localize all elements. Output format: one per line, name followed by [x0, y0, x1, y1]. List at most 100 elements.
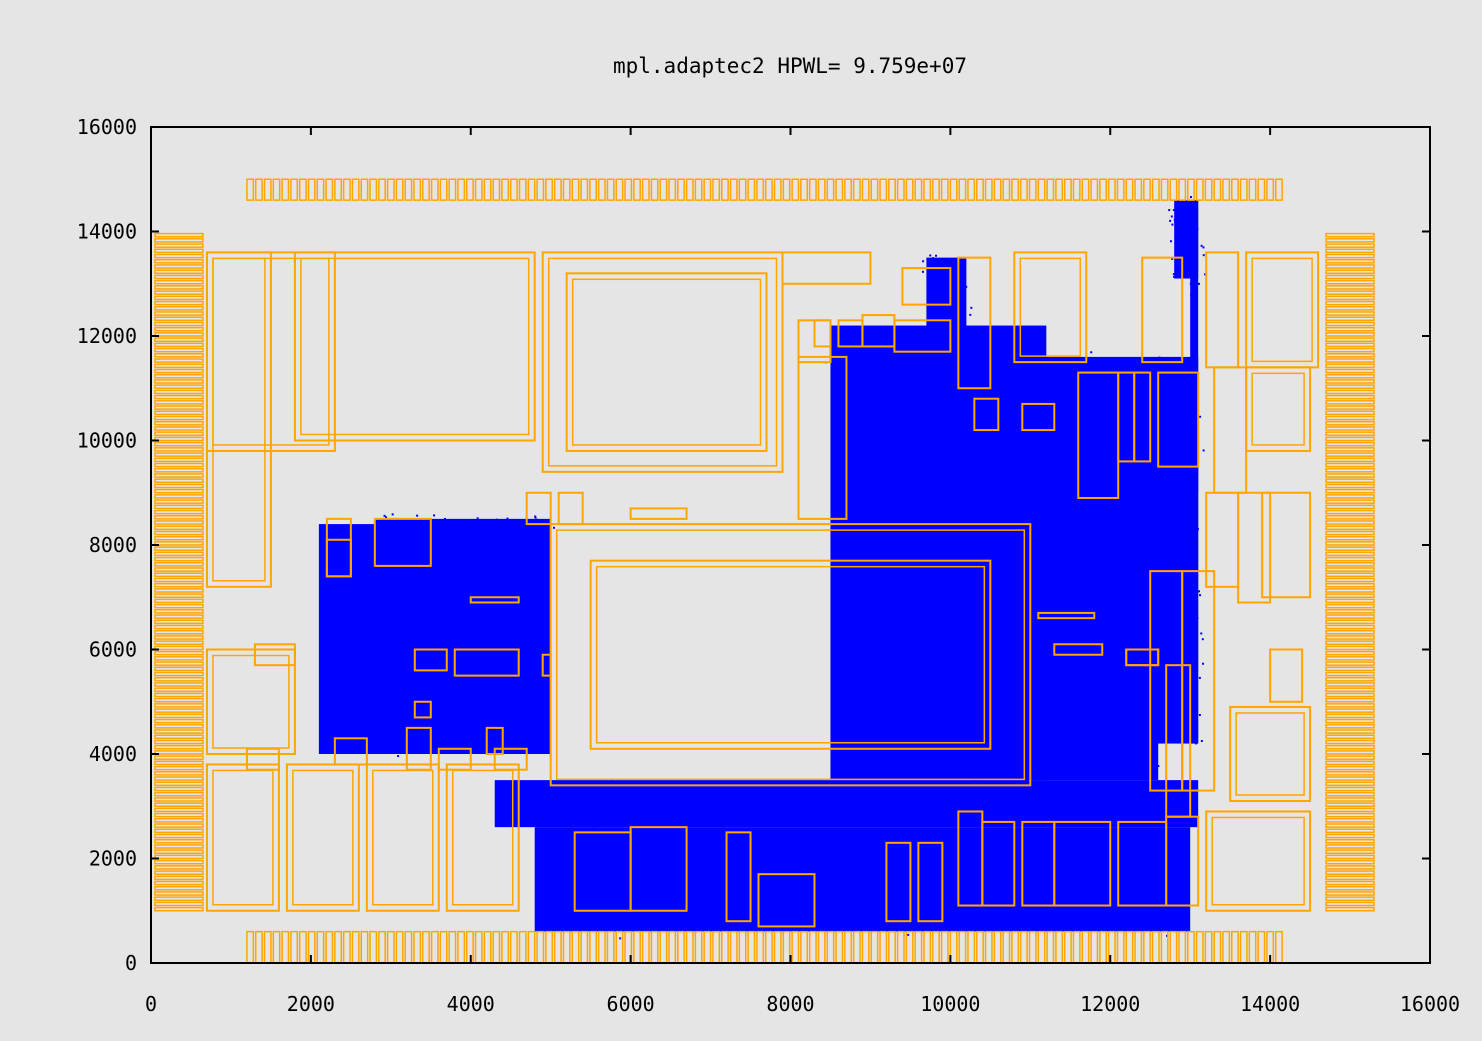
macro-inner-outline — [571, 278, 762, 446]
io-pad — [154, 269, 204, 275]
io-pad — [641, 178, 650, 201]
cell-speck — [965, 858, 968, 861]
cell-speck — [935, 254, 938, 257]
cell-speck — [1154, 815, 1157, 818]
x-tick-label: 6000 — [607, 992, 655, 1016]
io-pad-layer — [154, 178, 1375, 964]
cell-speck — [920, 478, 923, 481]
standard-cell-layer — [318, 196, 1207, 940]
cell-speck — [960, 280, 963, 283]
cell-speck — [1186, 492, 1189, 495]
x-tick-label: 4000 — [447, 992, 495, 1016]
macro-block — [493, 747, 528, 771]
cell-speck — [945, 805, 948, 808]
cell-speck — [1183, 262, 1186, 265]
cell-speck — [967, 345, 970, 348]
cell-speck — [538, 805, 541, 808]
io-pad — [154, 708, 204, 713]
cell-speck — [1008, 832, 1011, 835]
io-pad — [1325, 755, 1375, 760]
io-pad — [154, 457, 204, 463]
cell-speck — [1165, 601, 1168, 604]
io-pad — [154, 807, 204, 813]
io-pad — [154, 765, 204, 771]
io-pad — [1325, 582, 1375, 588]
io-pad — [1178, 178, 1187, 201]
io-pad — [993, 178, 1002, 201]
cell-speck — [945, 328, 948, 331]
cell-speck — [534, 516, 537, 519]
io-pad — [976, 178, 984, 201]
io-pad — [154, 812, 204, 818]
io-pad — [1019, 178, 1028, 201]
io-pad — [154, 452, 204, 457]
cell-speck — [676, 899, 679, 902]
cell-speck — [1151, 412, 1154, 415]
io-pad — [154, 650, 204, 656]
cell-speck — [331, 717, 334, 720]
io-pad — [439, 178, 448, 201]
io-pad — [624, 178, 633, 201]
cell-speck — [1155, 496, 1158, 499]
cell-speck — [591, 822, 594, 825]
cell-speck — [1135, 747, 1138, 750]
io-pad — [1325, 901, 1375, 907]
cell-speck — [1162, 735, 1165, 738]
cell-speck — [1092, 732, 1095, 735]
io-pad — [949, 178, 958, 201]
cell-speck — [1149, 517, 1152, 520]
macro-block — [293, 251, 536, 442]
io-pad — [1325, 321, 1375, 327]
io-pad — [154, 823, 204, 828]
cell-speck — [1089, 516, 1092, 519]
io-pad — [154, 859, 204, 865]
cell-speck — [953, 267, 956, 270]
cell-speck — [1085, 508, 1088, 511]
x-tick-label: 8000 — [766, 992, 814, 1016]
io-pad — [154, 723, 204, 729]
io-pad — [633, 178, 641, 201]
cell-speck — [324, 663, 327, 666]
io-pad — [1325, 812, 1375, 818]
cell-speck — [428, 542, 431, 545]
x-tick-label: 10000 — [920, 992, 980, 1016]
cell-speck — [871, 458, 874, 461]
io-pad — [154, 295, 204, 301]
cell-speck — [1185, 492, 1188, 495]
cell-speck — [859, 455, 862, 458]
cell-speck — [1120, 502, 1123, 505]
io-pad — [501, 178, 510, 201]
io-pad — [154, 426, 204, 431]
io-pad — [764, 178, 773, 201]
io-pad — [154, 347, 204, 353]
io-pad — [597, 178, 606, 201]
io-pad — [404, 178, 413, 201]
cell-speck — [1010, 728, 1013, 731]
io-pad — [483, 178, 492, 201]
io-pad — [580, 178, 589, 201]
io-pad — [1325, 865, 1375, 870]
io-pad — [154, 305, 204, 311]
cell-speck — [1170, 215, 1173, 218]
cell-speck — [944, 386, 947, 389]
io-pad — [154, 729, 204, 734]
cell-speck — [1170, 694, 1173, 697]
macro-block — [413, 700, 432, 719]
cell-speck — [1109, 381, 1112, 384]
cell-speck — [944, 305, 947, 308]
cell-region — [374, 518, 551, 545]
cell-speck — [504, 692, 507, 695]
cell-speck — [1052, 670, 1055, 673]
io-pad — [1325, 750, 1375, 755]
cell-speck — [1166, 934, 1169, 937]
io-pad — [154, 828, 204, 834]
io-pad — [1325, 624, 1375, 630]
cell-speck — [896, 513, 899, 516]
cell-region — [1174, 200, 1199, 279]
io-pad — [1325, 541, 1375, 546]
macro-block — [453, 648, 520, 677]
cell-speck — [878, 461, 881, 464]
io-pad — [351, 178, 360, 201]
cell-speck — [851, 476, 854, 479]
cell-speck — [519, 672, 522, 675]
